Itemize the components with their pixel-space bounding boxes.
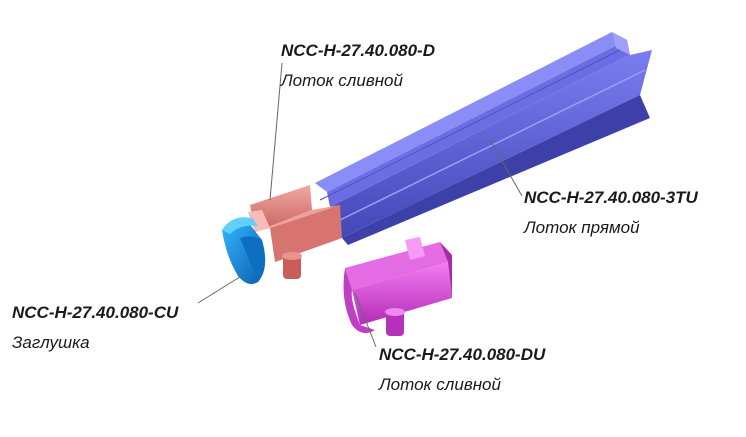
straight-tray-3tu	[315, 32, 652, 245]
callout-straight-3tu-name: Лоток прямой	[524, 218, 640, 237]
callout-drain-d-name: Лоток сливной	[281, 71, 403, 90]
callout-cap-cu-name: Заглушка	[12, 333, 90, 352]
drain-tray-d	[248, 185, 342, 279]
callout-drain-du-code: NCC-H-27.40.080-DU	[379, 345, 546, 364]
leader-lines	[197, 62, 523, 348]
callout-straight-3tu-code: NCC-H-27.40.080-3TU	[524, 188, 698, 207]
drain-tray-du	[343, 237, 452, 336]
callout-drain-du-name: Лоток сливной	[379, 375, 501, 394]
callout-drain-d: NCC-H-27.40.080-D Лоток сливной	[281, 41, 435, 91]
callout-cap-cu: NCC-H-27.40.080-CU Заглушка	[12, 303, 178, 353]
end-cap-cu	[222, 217, 266, 284]
callout-drain-d-code: NCC-H-27.40.080-D	[281, 41, 435, 60]
callout-cap-cu-code: NCC-H-27.40.080-CU	[12, 303, 179, 322]
callout-drain-du: NCC-H-27.40.080-DU Лоток сливной	[379, 345, 545, 395]
callout-straight-3tu: NCC-H-27.40.080-3TU Лоток прямой	[524, 188, 698, 238]
